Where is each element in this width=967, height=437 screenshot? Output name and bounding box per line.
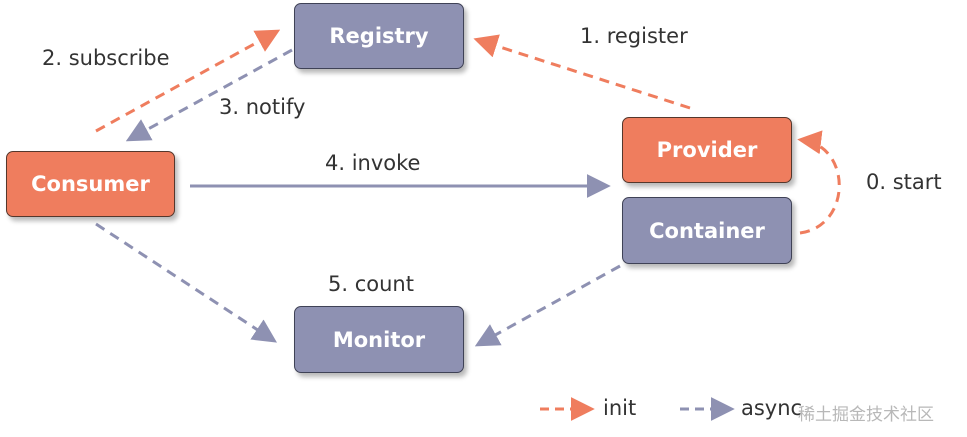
label-invoke: 4. invoke xyxy=(325,151,421,175)
label-register: 1. register xyxy=(580,24,688,48)
monitor-node: Monitor xyxy=(294,306,464,373)
edge-notify xyxy=(125,48,293,142)
label-count: 5. count xyxy=(328,272,414,296)
provider-node: Provider xyxy=(622,117,792,183)
edge-subscribe xyxy=(95,29,281,133)
edge-count-consumer xyxy=(95,222,278,343)
label-subscribe: 2. subscribe xyxy=(42,46,170,70)
legend-async-label: async xyxy=(741,396,803,420)
watermark: 稀土掘金技术社区 xyxy=(798,405,934,425)
consumer-node: Consumer xyxy=(6,151,175,217)
container-node: Container xyxy=(622,197,792,264)
edge-start xyxy=(797,130,841,235)
legend-init-label: init xyxy=(603,396,637,420)
label-notify: 3. notify xyxy=(219,95,306,119)
registry-node: Registry xyxy=(294,3,464,69)
edge-register xyxy=(473,34,691,110)
edge-count-provider xyxy=(474,264,621,347)
label-start: 0. start xyxy=(866,170,942,194)
